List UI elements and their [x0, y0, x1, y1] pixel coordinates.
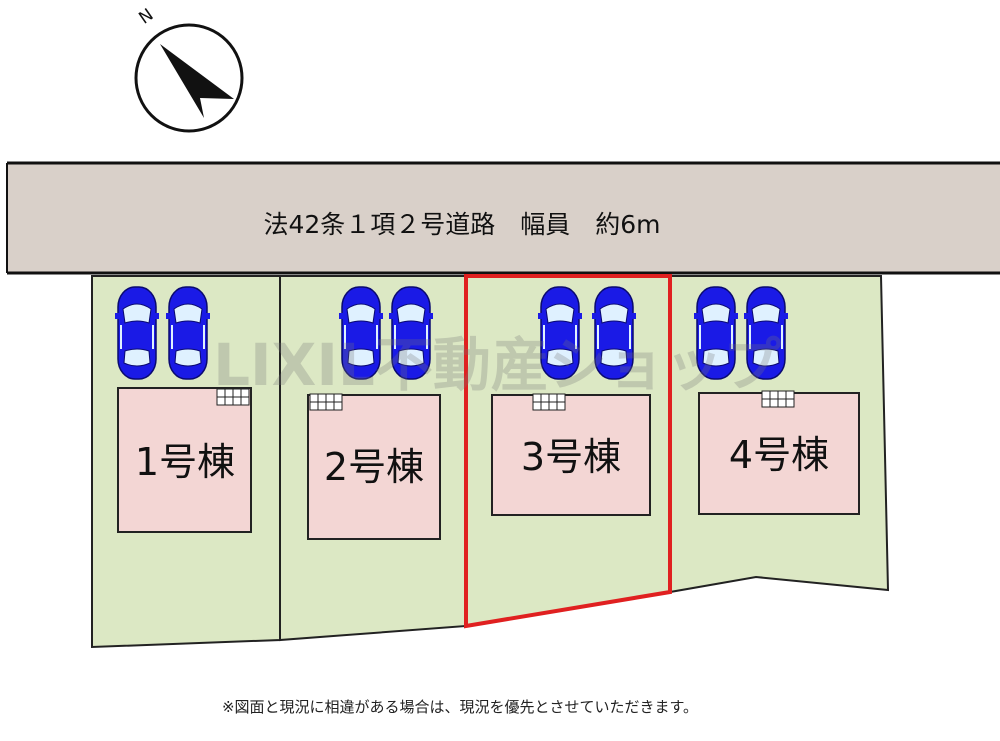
- lot-3-highlight: [464, 274, 672, 629]
- watermark-text: LIXIL不動産ショップ: [213, 331, 781, 399]
- road-surface: [7, 163, 1000, 273]
- compass: N: [134, 5, 244, 133]
- footnote: ※図面と現況に相違がある場合は、現況を優先とさせていただきます。: [222, 698, 698, 716]
- house-label-3: 3号棟: [521, 435, 621, 479]
- house-1: [117, 387, 252, 533]
- road-label: 法42条１項２号道路 幅員 約6m: [263, 210, 660, 239]
- road: 法42条１項２号道路 幅員 約6m: [6, 161, 1000, 275]
- house-4: [698, 392, 860, 515]
- house-2: [307, 394, 441, 540]
- houses: [117, 387, 860, 540]
- car-icon: [114, 286, 160, 380]
- north-arrow-icon: [160, 44, 234, 118]
- house-label-2: 2号棟: [324, 445, 424, 489]
- house-labels: 1号棟 2号棟 3号棟 4号棟: [135, 433, 829, 489]
- car-icon: [165, 286, 211, 380]
- house-3: [491, 394, 651, 516]
- house-label-4: 4号棟: [729, 433, 829, 477]
- north-letter: N: [135, 5, 157, 29]
- house-label-1: 1号棟: [135, 440, 235, 484]
